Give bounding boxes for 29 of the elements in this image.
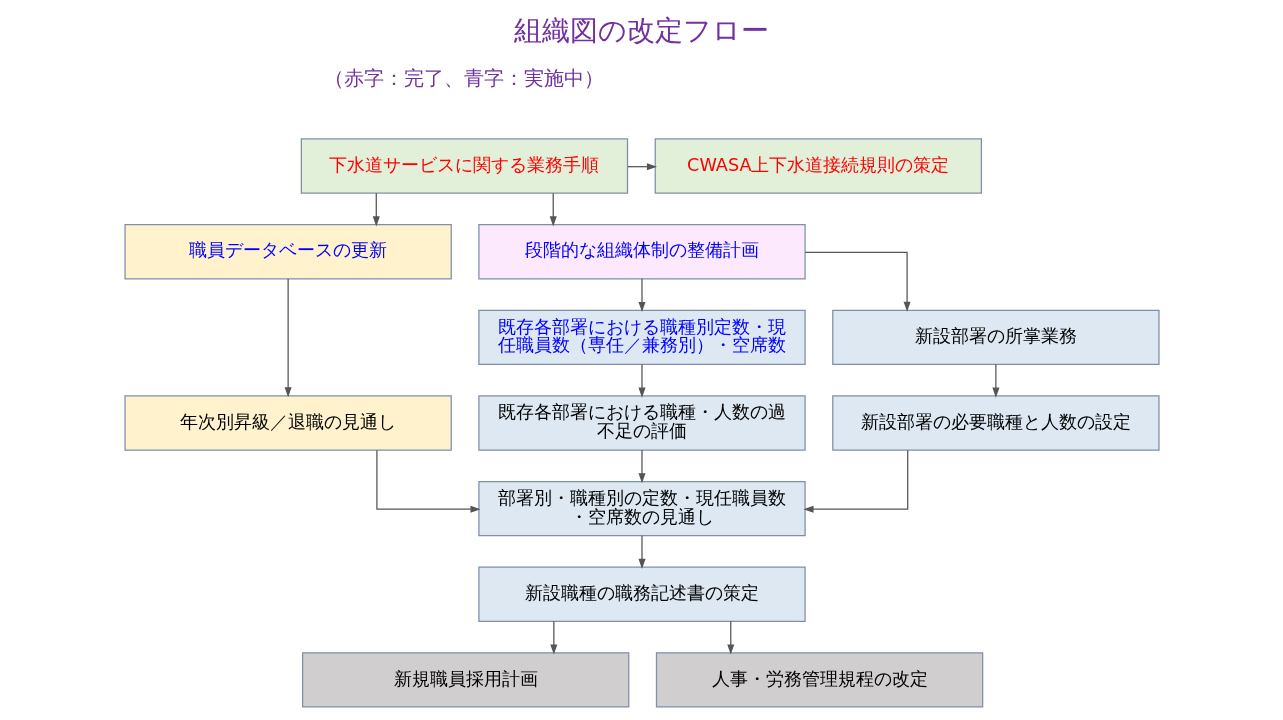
arrow bbox=[637, 363, 646, 398]
arrow bbox=[549, 192, 557, 227]
diagram-title: 組織図の改定フロー bbox=[514, 14, 769, 48]
node-box: 既存各部署における職種・人数の過不足の評価 bbox=[477, 395, 806, 451]
node-box: 新設部署の必要職種と人数の設定 bbox=[831, 395, 1160, 451]
node-box: 既存各部署における職種別定数・現任職員数（専任／兼務別）・空席数 bbox=[477, 309, 806, 366]
arrow bbox=[637, 278, 646, 313]
node-box: 新規職員採用計画 bbox=[301, 652, 629, 708]
arrow bbox=[284, 278, 292, 398]
arrow bbox=[637, 535, 646, 569]
arrow bbox=[804, 251, 911, 312]
arrow bbox=[802, 449, 908, 513]
node-box: 段階的な組織体制の整備計画 bbox=[477, 224, 806, 280]
node-box: 新設職種の職務記述書の策定 bbox=[477, 566, 806, 622]
arrow bbox=[375, 449, 481, 513]
arrow bbox=[626, 163, 657, 171]
arrow bbox=[549, 620, 557, 655]
node-box: CWASA上下水道接続規則の策定 bbox=[654, 138, 982, 194]
arrow bbox=[372, 192, 380, 227]
node-box: 人事・労務管理規程の改定 bbox=[655, 652, 983, 708]
node-box: 年次別昇級／退職の見通し bbox=[123, 395, 452, 451]
arrow bbox=[637, 449, 646, 484]
label: （赤字：完了、青字：実施中） bbox=[323, 66, 604, 91]
node-box: 下水道サービスに関する業務手順 bbox=[300, 138, 628, 194]
arrow bbox=[991, 363, 999, 398]
node-box: 新設部署の所掌業務 bbox=[831, 309, 1160, 366]
node-box: 職員データベースの更新 bbox=[123, 224, 452, 280]
arrow bbox=[726, 620, 734, 655]
node-box: 部署別・職種別の定数・現任職員数・空席数の見通し bbox=[477, 480, 806, 537]
